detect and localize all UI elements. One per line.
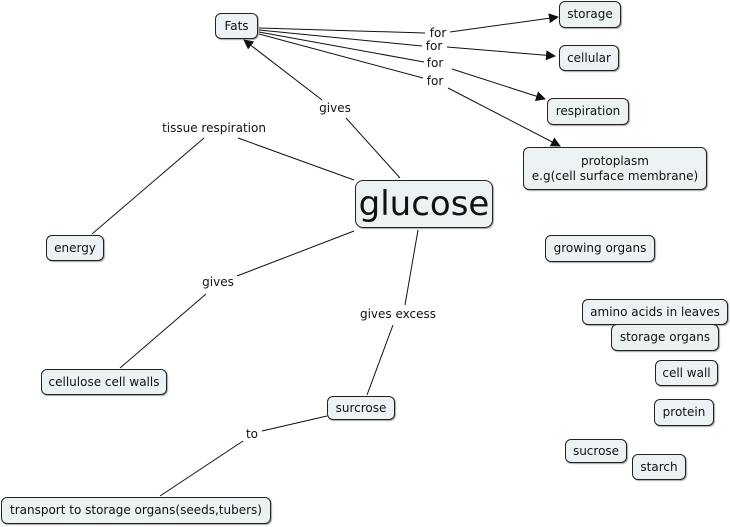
edge-for4-protoplasm bbox=[447, 87, 561, 147]
concept-label: cellular bbox=[567, 50, 611, 65]
concept-label-line2: e.g(cell surface membrane) bbox=[531, 168, 699, 183]
concept-label: cellulose cell walls bbox=[48, 374, 160, 389]
edge-fats-for1 bbox=[258, 27, 426, 34]
concept-label: Fats bbox=[224, 18, 249, 33]
concept-node-growing-organs[interactable]: growing organs bbox=[545, 235, 655, 262]
concept-label: amino acids in leaves bbox=[590, 304, 720, 319]
concept-node-cellular[interactable]: cellular bbox=[559, 45, 619, 71]
edge-for3-respiration bbox=[451, 68, 546, 101]
edge-fats-for3 bbox=[258, 31, 425, 63]
concept-label: growing organs bbox=[553, 241, 647, 255]
concept-node-cellulose[interactable]: cellulose cell walls bbox=[41, 369, 167, 395]
link-label-for: for bbox=[423, 39, 445, 53]
concept-node-energy[interactable]: energy bbox=[46, 235, 104, 261]
link-label-gives: gives bbox=[317, 101, 353, 115]
concept-node-protein[interactable]: protein bbox=[654, 399, 714, 426]
concept-label: surcrose bbox=[335, 400, 387, 415]
edge-surcrose-to bbox=[261, 415, 328, 432]
concept-node-sucrose[interactable]: sucrose bbox=[565, 439, 627, 463]
concept-node-amino-acids[interactable]: amino acids in leaves bbox=[582, 299, 728, 325]
concept-label: sucrose bbox=[572, 443, 620, 458]
link-label-tissue-respiration: tissue respiration bbox=[160, 121, 268, 135]
concept-node-protoplasm[interactable]: protoplasm e.g(cell surface membrane) bbox=[523, 147, 707, 190]
link-label-gives: gives bbox=[200, 275, 236, 289]
link-label-to: to bbox=[243, 427, 261, 441]
edge-glucose-gives2 bbox=[236, 230, 355, 277]
edge-to-transport bbox=[159, 440, 244, 497]
edge-glucose-tissue-respiration bbox=[237, 137, 355, 181]
link-label-for: for bbox=[427, 26, 449, 40]
concept-node-storage[interactable]: storage bbox=[559, 1, 621, 28]
concept-label: transport to storage organs(seeds,tubers… bbox=[10, 503, 262, 517]
concept-label: storage organs bbox=[619, 330, 711, 344]
link-label-for: for bbox=[424, 74, 446, 88]
edge-glucose-gives-excess bbox=[404, 229, 419, 306]
concept-node-fats[interactable]: Fats bbox=[215, 13, 258, 39]
edge-for2-cellular bbox=[446, 46, 556, 61]
concept-label: protein bbox=[662, 405, 706, 419]
edge-tissue-respiration-energy bbox=[91, 137, 205, 235]
edge-for1-storage bbox=[449, 13, 559, 33]
concept-node-storage-organs[interactable]: storage organs bbox=[611, 324, 719, 351]
concept-node-cell-wall[interactable]: cell wall bbox=[655, 360, 718, 386]
concept-label: starch bbox=[640, 459, 678, 474]
concept-label: glucose bbox=[358, 184, 490, 224]
concept-node-glucose[interactable]: glucose bbox=[355, 180, 493, 228]
edge-gives-excess-surcrose bbox=[366, 324, 394, 396]
edge-gives-fats bbox=[243, 39, 323, 101]
concept-node-respiration[interactable]: respiration bbox=[547, 98, 629, 125]
concept-label: storage bbox=[567, 7, 613, 21]
link-label-gives-excess: gives excess bbox=[357, 307, 439, 321]
concept-label: cell wall bbox=[662, 365, 711, 380]
concept-node-starch[interactable]: starch bbox=[632, 454, 686, 480]
concept-label-line1: protoplasm bbox=[581, 153, 649, 168]
edge-fats-for2 bbox=[258, 29, 423, 47]
concept-label: respiration bbox=[555, 104, 621, 118]
link-label-for: for bbox=[424, 56, 446, 70]
edge-fats-for4 bbox=[258, 33, 424, 79]
concept-label: energy bbox=[54, 240, 96, 255]
edge-glucose-gives bbox=[345, 117, 401, 179]
edge-gives2-cellulose bbox=[119, 293, 207, 369]
concept-node-surcrose[interactable]: surcrose bbox=[327, 396, 395, 420]
concept-node-transport[interactable]: transport to storage organs(seeds,tubers… bbox=[1, 497, 271, 524]
